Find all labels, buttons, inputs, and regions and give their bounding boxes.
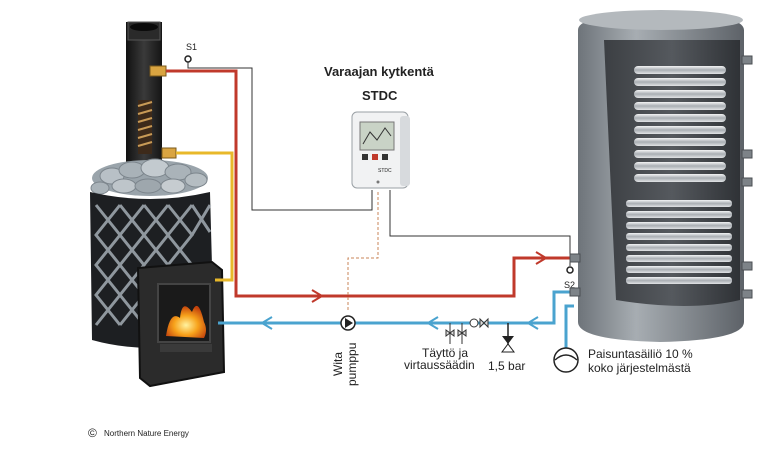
- pump-wire: [347, 192, 379, 312]
- chimney-fitting-top: [149, 65, 167, 77]
- expansion-label-line1: Paisuntasäiliö 10 %: [588, 347, 693, 361]
- cold-pipe: [218, 290, 574, 325]
- sauna-stove: [90, 21, 226, 388]
- s2-wire: [389, 190, 571, 266]
- copyright-text: Northern Nature Energy: [104, 429, 189, 438]
- firebox: [136, 260, 226, 388]
- fill-label-line2: virtaussäädin: [404, 358, 475, 372]
- expansion-vessel: [553, 347, 579, 373]
- tank-connections: [569, 55, 753, 299]
- controller-display: [359, 121, 395, 151]
- copyright-notice: © Northern Nature Energy: [88, 426, 189, 440]
- tank-lower-coil: [626, 200, 732, 284]
- hot-pipe-arrow-2: [535, 251, 548, 265]
- sensor-s2-label: S2: [564, 280, 575, 290]
- pump-label-line1: Wita: [331, 352, 345, 376]
- fire-icon: [166, 305, 206, 338]
- diagram-title: Varaajan kytkentä: [324, 64, 435, 79]
- pump-label-line2: pumppu: [345, 343, 359, 386]
- sensor-s1: S1: [184, 42, 197, 63]
- hot-pipe: [166, 69, 576, 298]
- storage-tank: [569, 10, 753, 342]
- stdc-controller: STDC: [351, 111, 410, 189]
- sensor-s2: S2: [564, 266, 575, 290]
- controller-name: STDC: [362, 88, 398, 103]
- pipe-network: [166, 69, 576, 348]
- tank-upper-coil: [634, 66, 726, 182]
- copyright-symbol: ©: [88, 426, 97, 440]
- chimney-coil: [137, 100, 153, 154]
- cold-pipe-arrow-3: [526, 316, 539, 330]
- signal-wires: [187, 62, 571, 266]
- hot-pipe-arrow-1: [311, 289, 324, 303]
- chimney-fitting-bottom: [161, 147, 177, 159]
- controller-badge: STDC: [378, 168, 392, 174]
- pump: [340, 315, 356, 331]
- fill-label-line1: Täyttö ja: [422, 346, 468, 360]
- sensor-s1-label: S1: [186, 42, 197, 52]
- expansion-branch: [564, 304, 574, 348]
- stove-stones: [90, 158, 208, 196]
- s1-wire: [187, 62, 373, 211]
- chimney-opening: [130, 23, 158, 31]
- expansion-label-line2: koko järjestelmästä: [588, 361, 691, 375]
- safety-valve: [501, 323, 515, 353]
- cold-pipe-arrow-1: [260, 316, 273, 330]
- cold-pipe-arrow-2: [426, 316, 439, 330]
- fill-valves: [445, 317, 489, 344]
- yellow-pipe: [176, 151, 234, 282]
- pressure-label: 1,5 bar: [488, 359, 525, 373]
